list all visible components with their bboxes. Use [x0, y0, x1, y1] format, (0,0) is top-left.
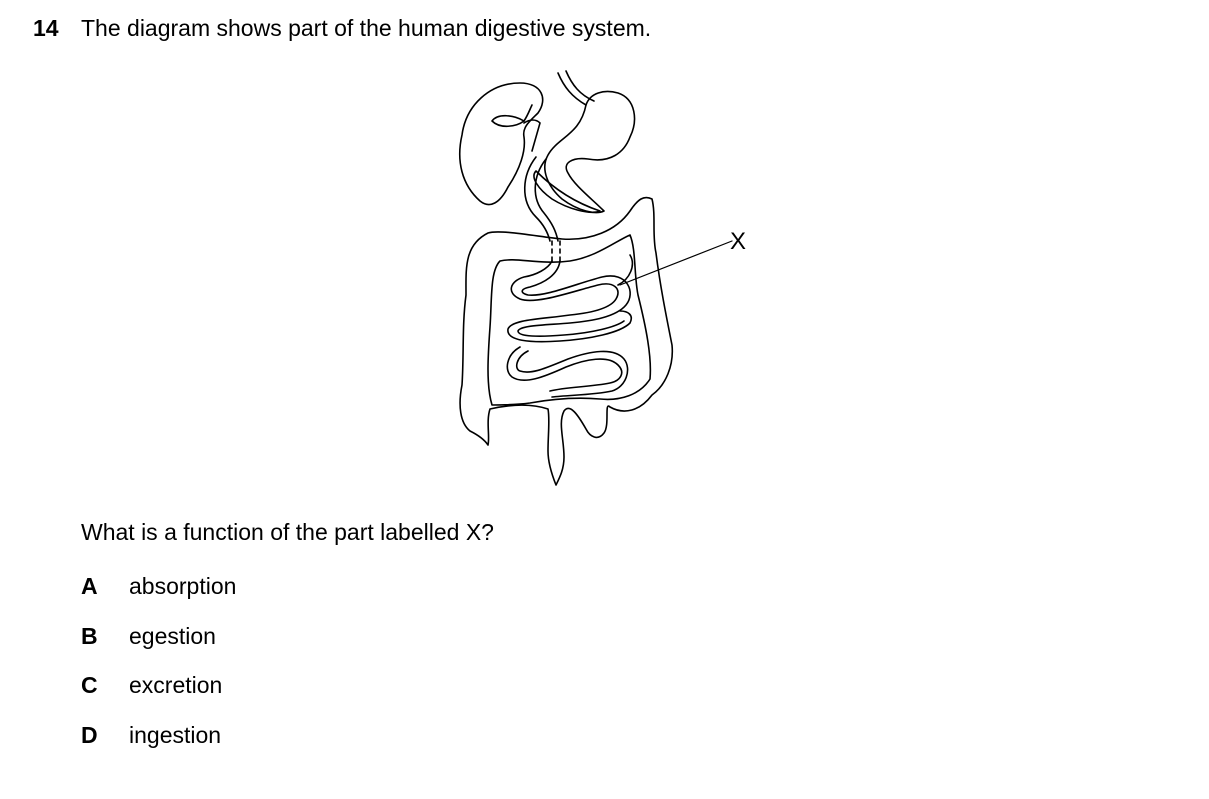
small-intestine: [506, 254, 634, 398]
large-intestine: [459, 196, 674, 486]
option-letter: B: [81, 623, 98, 649]
stomach: [544, 90, 636, 214]
question-text: The diagram shows part of the human dige…: [81, 15, 652, 41]
oesophagus: [557, 70, 595, 106]
option-text: egestion: [129, 623, 216, 649]
option-letter: C: [81, 672, 98, 698]
label-x: X: [730, 228, 746, 255]
option-letter: D: [81, 722, 98, 748]
label-x-leader-line: [619, 240, 733, 286]
option-text: excretion: [129, 672, 223, 698]
question-prompt: What is a function of the part labelled …: [81, 519, 494, 545]
large-intestine-inner: [487, 234, 652, 406]
gall-bladder: [491, 104, 541, 152]
pancreas: [533, 170, 601, 214]
duodenum: [524, 156, 561, 262]
option-letter: A: [81, 573, 98, 599]
option-text: absorption: [129, 573, 237, 599]
option-text: ingestion: [129, 722, 222, 748]
liver: [458, 82, 544, 206]
question-number: 14: [33, 15, 59, 41]
digestive-system-diagram: X: [458, 70, 746, 486]
